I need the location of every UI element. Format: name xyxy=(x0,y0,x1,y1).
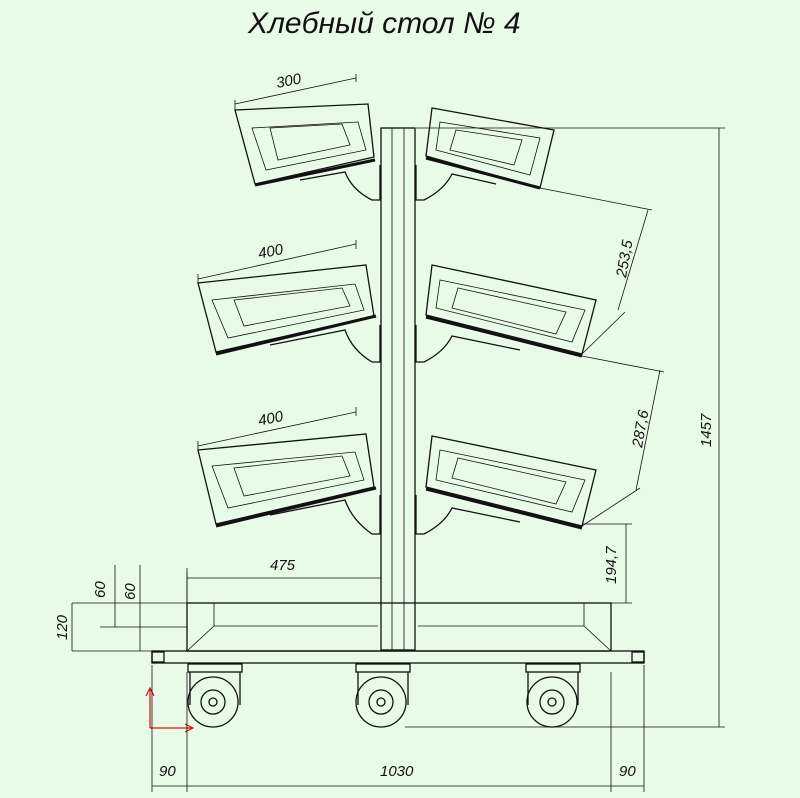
dim-left-offset: 90 xyxy=(159,763,176,780)
central-column xyxy=(380,127,416,651)
dim-base-step-b: 60 xyxy=(122,583,139,600)
dim-spacing-middle: 287,6 xyxy=(629,408,653,450)
dim-base-height: 120 xyxy=(54,614,71,640)
dim-spacing-lower: 194,7 xyxy=(603,546,620,584)
shelf-lower-right xyxy=(415,435,597,535)
dim-right-offset: 90 xyxy=(619,763,636,780)
dim-base-half-width: 475 xyxy=(270,557,296,574)
caster-left xyxy=(187,663,243,728)
dimension-lines xyxy=(71,74,725,792)
dim-spacing-upper: 253,5 xyxy=(613,238,637,280)
dim-total-height: 1457 xyxy=(698,413,715,447)
axis-marker xyxy=(145,686,195,733)
shelf-top-right xyxy=(415,107,555,201)
base-tray xyxy=(186,602,612,652)
drawing-title: Хлебный стол № 4 xyxy=(247,7,521,40)
shelf-top-left xyxy=(234,103,381,201)
dim-mid-shelf-width: 400 xyxy=(257,241,285,263)
dim-base-step-a: 60 xyxy=(92,581,109,598)
frame-rail xyxy=(151,650,645,664)
dim-low-shelf-width: 400 xyxy=(257,408,285,430)
shelf-middle-left xyxy=(197,264,381,363)
shelf-middle-right xyxy=(415,264,597,363)
caster-center xyxy=(355,663,411,728)
shelf-lower-left xyxy=(197,433,381,535)
dim-overall-width: 1030 xyxy=(380,763,414,780)
dim-top-shelf-width: 300 xyxy=(275,70,303,92)
caster-right xyxy=(525,663,581,728)
